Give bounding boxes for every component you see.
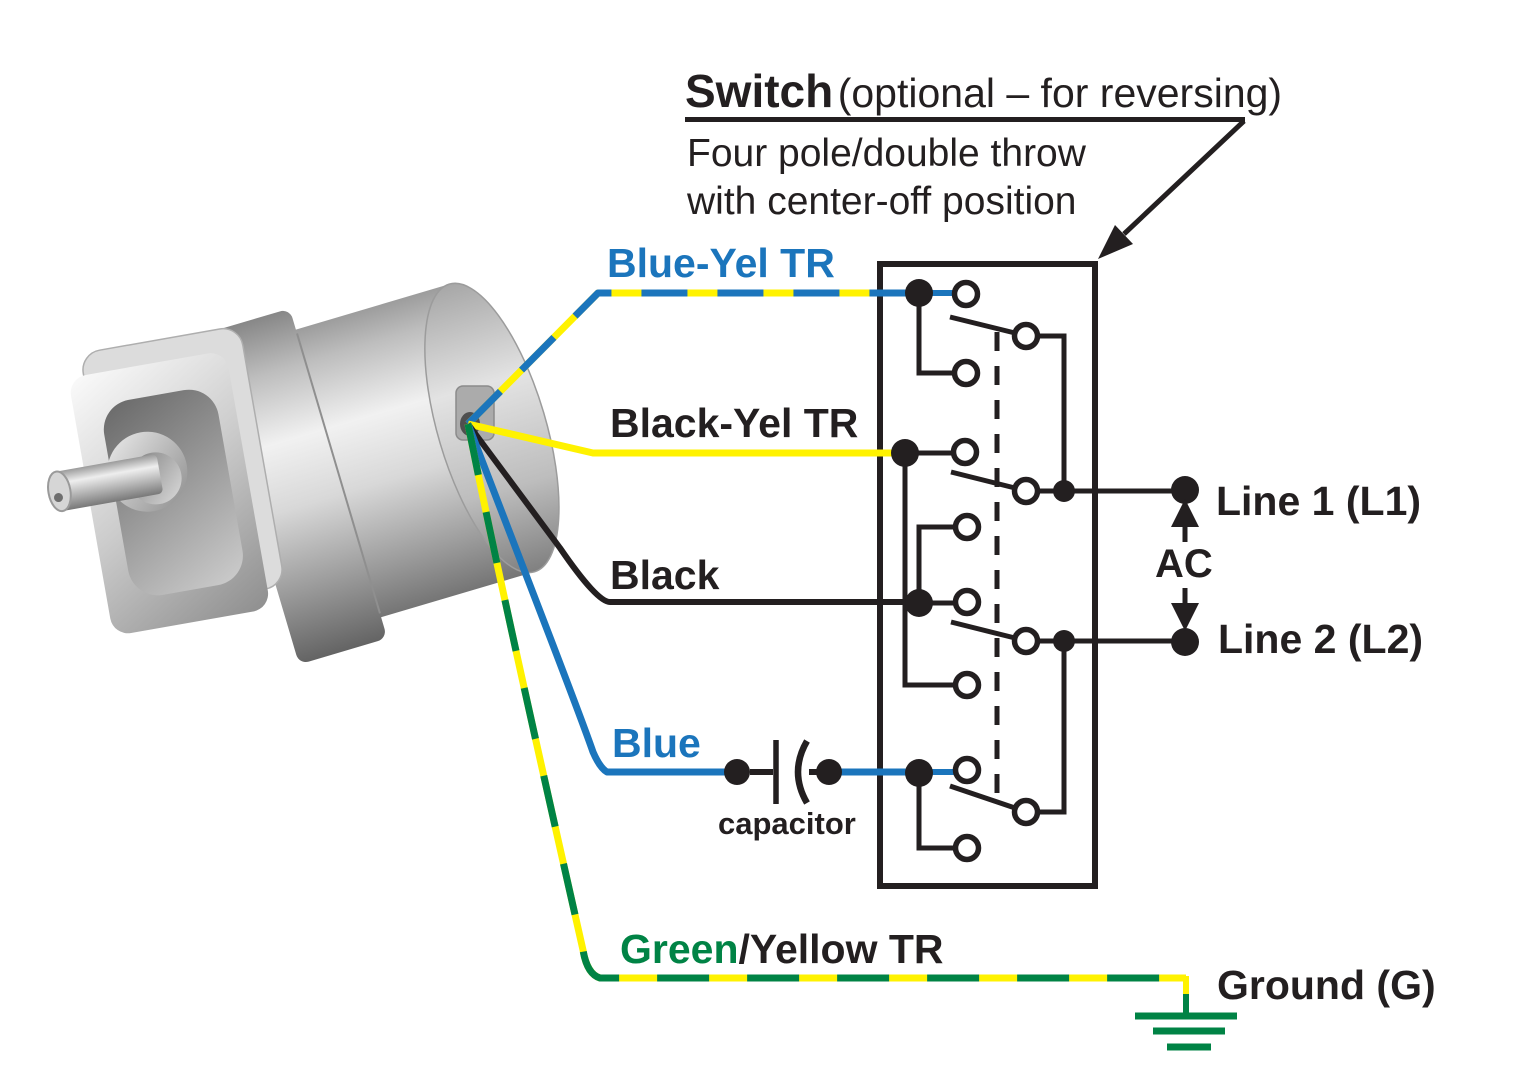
wire-label-black: Black — [610, 552, 720, 598]
title-underline — [685, 117, 1245, 122]
diagram-title: Switch (optional – for reversing) — [685, 64, 1282, 118]
motor-shaft — [54, 454, 163, 511]
ground-symbol — [1135, 1012, 1237, 1051]
wire-label-blue: Blue — [612, 720, 701, 766]
switch-internals — [902, 293, 1185, 851]
wire-label-green-part: Green — [620, 926, 739, 972]
switch-type-line1: Four pole/double throw — [687, 132, 1086, 175]
switch-type-line2: with center-off position — [687, 179, 1077, 223]
wire-green-yellow-tracer — [464, 423, 1189, 1016]
line2-label: Line 2 (L2) — [1218, 616, 1424, 662]
wire-black-yellow-tracer — [467, 420, 893, 457]
wire-label-yellow-tr-part: /Yellow TR — [738, 926, 944, 972]
switch-contacts — [950, 279, 1041, 863]
line1-terminal-dot — [1171, 476, 1199, 504]
line2-terminal-dot — [1171, 628, 1199, 656]
wire-label-black-yel-tr: Black-Yel TR — [610, 400, 859, 446]
switch-common-terminals — [891, 279, 1075, 787]
ground-label: Ground (G) — [1217, 962, 1436, 1008]
ac-label: AC — [1155, 542, 1213, 586]
title-switch: Switch — [685, 65, 834, 117]
capacitor-label: capacitor — [718, 806, 856, 841]
ac-down-arrow — [1171, 588, 1199, 631]
wire-label-blue-yel-tr: Blue-Yel TR — [607, 240, 835, 286]
ac-up-arrow — [1171, 499, 1199, 542]
ac-line-terminals — [1171, 476, 1199, 656]
switch-type-description: Four pole/double throw with center-off p… — [687, 130, 1086, 225]
capacitor-symbol — [724, 739, 842, 805]
wire-black — [465, 422, 907, 605]
wire-label-green-yellow-tr: Green/Yellow TR — [620, 926, 944, 972]
title-leader-arrow — [1098, 119, 1246, 259]
line1-label: Line 1 (L1) — [1216, 478, 1422, 524]
title-qualifier: (optional – for reversing) — [837, 70, 1283, 116]
